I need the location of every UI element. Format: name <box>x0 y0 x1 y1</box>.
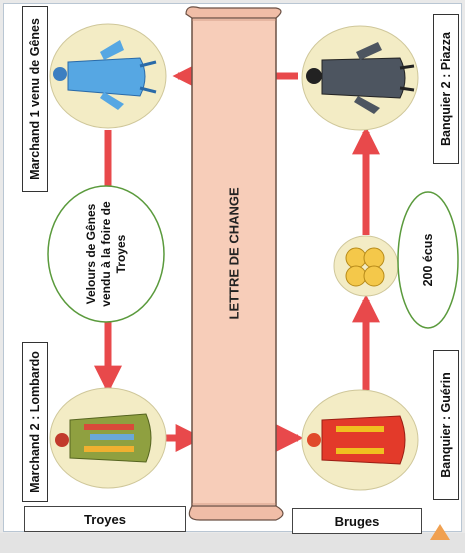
banker1-label: Banquier : Guérin <box>439 372 454 478</box>
merchant2-label-box: Marchand 2 : Lombardo <box>22 342 48 502</box>
green-robed-merchant-icon <box>55 413 152 463</box>
triangle-up-icon[interactable] <box>430 524 450 540</box>
banker1-label-box: Banquier : Guérin <box>433 350 459 500</box>
gold-coins-icon <box>345 247 385 287</box>
coins-bubble <box>333 235 399 297</box>
city-troyes-box: Troyes <box>24 506 186 532</box>
merchant2-oval <box>49 387 167 489</box>
velvet-bubble <box>47 185 165 323</box>
merchant2-label: Marchand 2 : Lombardo <box>28 351 42 493</box>
dark-robed-banker-icon <box>306 42 415 114</box>
money-bubble <box>397 191 459 329</box>
merchant1-label-box: Marchand 1 venu de Gênes <box>22 6 48 192</box>
scroll-label: LETTRE DE CHANGE <box>226 187 242 320</box>
banker2-label: Banquier 2 : Piazza <box>439 32 453 146</box>
banker2-label-box: Banquier 2 : Piazza <box>433 14 459 164</box>
city-troyes: Troyes <box>84 511 126 527</box>
city-bruges-box: Bruges <box>292 508 422 534</box>
banker2-oval <box>301 25 419 131</box>
money-text: 200 écus <box>421 233 435 287</box>
red-robed-banker-icon <box>307 415 406 465</box>
banker1-oval <box>301 389 419 491</box>
blue-robed-merchant-icon <box>53 40 157 110</box>
velvet-text: Velours de Gênes vendu à la foire de Tro… <box>83 201 128 307</box>
merchant1-label: Marchand 1 venu de Gênes <box>28 18 43 180</box>
scroll-lettre-de-change <box>185 6 284 521</box>
city-bruges: Bruges <box>334 513 380 529</box>
merchant1-oval <box>49 23 167 129</box>
footer-strip <box>0 533 465 553</box>
